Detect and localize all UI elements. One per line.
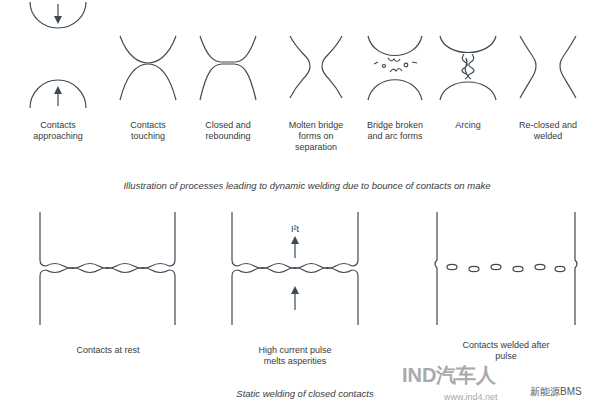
contact-surface: [238, 268, 352, 273]
step-label: Molten bridge forms on separation: [280, 120, 352, 153]
watermark-url: www.ind4.net: [444, 392, 498, 403]
step-label: Arcing: [438, 120, 498, 131]
step-label: Contacts approaching: [22, 120, 94, 142]
step-label: Closed and rebounding: [197, 120, 259, 142]
step-label: Bridge broken and arc forms: [363, 120, 427, 142]
state-label: Contacts at rest: [72, 345, 144, 356]
step-label: Contacts touching: [118, 120, 178, 142]
watermark: IND汽车人: [402, 364, 496, 386]
state-label: High current pulse melts asperities: [247, 345, 343, 367]
weld-spot: [535, 264, 545, 269]
weld-spot: [469, 266, 479, 271]
energy-label: I²t: [280, 224, 310, 235]
step-label: Re-closed and welded: [517, 120, 579, 142]
figure-caption: Illustration of processes leading to dyn…: [47, 180, 567, 191]
figure-caption: Static welding of closed contacts: [145, 388, 465, 399]
contact-surface: [46, 268, 169, 273]
weld-spot: [447, 264, 457, 269]
weld-spot: [555, 266, 565, 271]
watermark-tag: 新能源BMS: [530, 386, 582, 397]
state-label: Contacts welded after pulse: [461, 340, 551, 362]
weld-spot: [513, 266, 523, 271]
weld-spot: [491, 264, 501, 269]
